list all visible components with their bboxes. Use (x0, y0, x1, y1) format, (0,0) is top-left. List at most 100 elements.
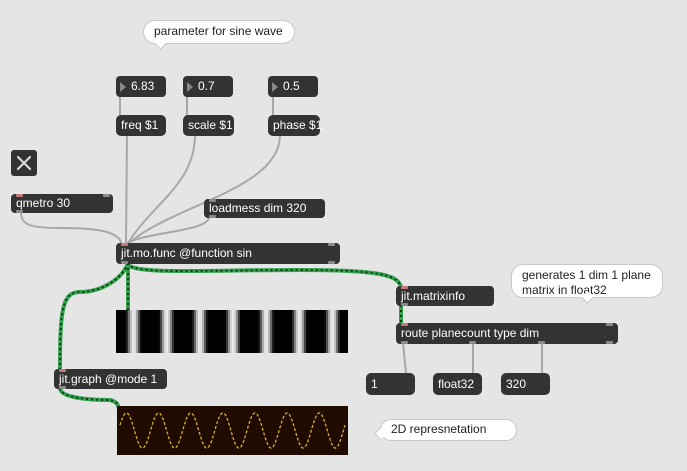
message-type-label: float32 (438, 377, 475, 391)
matrix-stripe-column (238, 310, 241, 353)
matrix-stripe-column (266, 310, 269, 353)
message-dim-label: 320 (506, 377, 527, 391)
object-jit-graph[interactable]: jit.graph @mode 1 (54, 369, 167, 389)
object-qmetro[interactable]: qmetro 30 (11, 194, 113, 213)
number-box-scale[interactable]: 0.7 (183, 76, 233, 97)
number-box-freq[interactable]: 6.83 (116, 76, 166, 97)
matrix-stripe-column (274, 310, 277, 353)
matrix-stripe-column (302, 310, 305, 353)
matrix-stripe-column (202, 310, 205, 353)
patch-cords (20, 96, 543, 374)
toggle[interactable] (11, 150, 37, 176)
matrix-stripe-column (126, 310, 129, 353)
message-planecount-label: 1 (371, 377, 378, 391)
outlet (469, 341, 476, 344)
number-box-phase[interactable]: 0.5 (268, 76, 318, 97)
cord-func-to-matrixinfo (126, 261, 403, 289)
matrix-stripe-column (150, 310, 153, 353)
matrix-stripe-column (184, 310, 187, 353)
object-qmetro-label: qmetro 30 (16, 196, 71, 210)
matrix-stripe-column (188, 310, 191, 353)
matrix-stripe-column (244, 310, 247, 353)
matrix-stripe-column (232, 310, 235, 353)
matrix-stripe-column (326, 310, 329, 353)
matrix-stripe-column (314, 310, 317, 353)
matrix-stripe-column (344, 310, 347, 353)
matrix-stripe-column (122, 310, 125, 353)
matrix-stripe-column (174, 310, 177, 353)
matrix-stripe-column (214, 310, 217, 353)
sine-wave-plot (119, 412, 346, 449)
outlet (328, 261, 335, 264)
matrix-stripe-column (172, 310, 175, 353)
matrix-stripe-column (132, 310, 135, 353)
outlet (401, 341, 408, 344)
matrix-stripe-column (286, 310, 289, 353)
object-loadmess[interactable]: loadmess dim 320 (204, 199, 325, 218)
matrix-stripe-column (334, 310, 337, 353)
cord-func-to-graph (58, 261, 130, 372)
matrix-stripe-column (128, 310, 131, 353)
matrix-stripe-column (264, 310, 267, 353)
x-icon (16, 155, 32, 171)
matrix-stripe-column (310, 310, 313, 353)
matrix-stripe-column (182, 310, 185, 353)
message-freq[interactable]: freq $1 (116, 115, 166, 136)
graph-display[interactable] (117, 406, 348, 455)
comment-sine-parameter: parameter for sine wave (143, 20, 295, 44)
inlet (401, 286, 408, 289)
matrix-stripe-column (210, 310, 213, 353)
matrix-stripe-column (190, 310, 193, 353)
matrix-stripe-column (212, 310, 215, 353)
matrix-stripe-column (324, 310, 327, 353)
object-loadmess-label: loadmess dim 320 (209, 201, 307, 215)
matrix-stripe-column (280, 310, 283, 353)
object-jit-matrixinfo[interactable]: jit.matrixinfo (396, 286, 494, 306)
cord-scale-to-func (126, 134, 196, 246)
matrix-stripe-column (176, 310, 179, 353)
message-phase[interactable]: phase $1 (268, 115, 322, 136)
matrix-stripe-column (298, 310, 301, 353)
object-jit-mo-func[interactable]: jit.mo.func @function sin (116, 243, 340, 264)
matrix-stripe-column (158, 310, 161, 353)
matrix-stripe-column (154, 310, 157, 353)
object-route[interactable]: route planecount type dim (396, 323, 618, 344)
comment-representation-text: 2D represnetation (391, 422, 487, 436)
cord-qmetro-to-func (20, 211, 123, 246)
number-box-triangle-icon (272, 82, 278, 92)
matrix-stripe-column (268, 310, 271, 353)
matrix-stripe-column (242, 310, 245, 353)
message-planecount[interactable]: 1 (366, 373, 415, 395)
object-jit-matrixinfo-label: jit.matrixinfo (401, 289, 466, 303)
outlet (538, 341, 545, 344)
matrix-stripe-column (140, 310, 143, 353)
cord-route-to-1 (402, 342, 407, 374)
matrix-stripe-column (246, 310, 249, 353)
inlet (103, 194, 110, 197)
matrix-stripe-column (330, 310, 333, 353)
matrix-stripes (116, 310, 349, 353)
matrix-stripe-column (256, 310, 259, 353)
comment-generates: generates 1 dim 1 plane matrix in float3… (511, 264, 663, 298)
matrix-stripe-column (116, 310, 119, 353)
matrix-stripe-column (306, 310, 309, 353)
matrix-stripe-column (276, 310, 279, 353)
message-type[interactable]: float32 (433, 373, 482, 395)
matrix-stripe-column (332, 310, 335, 353)
matrix-stripe-column (312, 310, 315, 353)
matrix-display[interactable] (116, 310, 349, 353)
outlet (401, 303, 408, 306)
matrix-stripe-column (294, 310, 297, 353)
inlet (121, 243, 128, 246)
matrix-stripe-column (226, 310, 229, 353)
matrix-stripe-column (136, 310, 139, 353)
matrix-stripe-column (196, 310, 199, 353)
matrix-stripe-column (300, 310, 303, 353)
message-scale-label: scale $1 (188, 118, 233, 132)
message-scale[interactable]: scale $1 (183, 115, 234, 136)
comment-generates-text: generates 1 dim 1 plane matrix in float3… (522, 268, 651, 297)
message-dim[interactable]: 320 (501, 373, 550, 395)
matrix-stripe-column (156, 310, 159, 353)
matrix-stripe-column (318, 310, 321, 353)
